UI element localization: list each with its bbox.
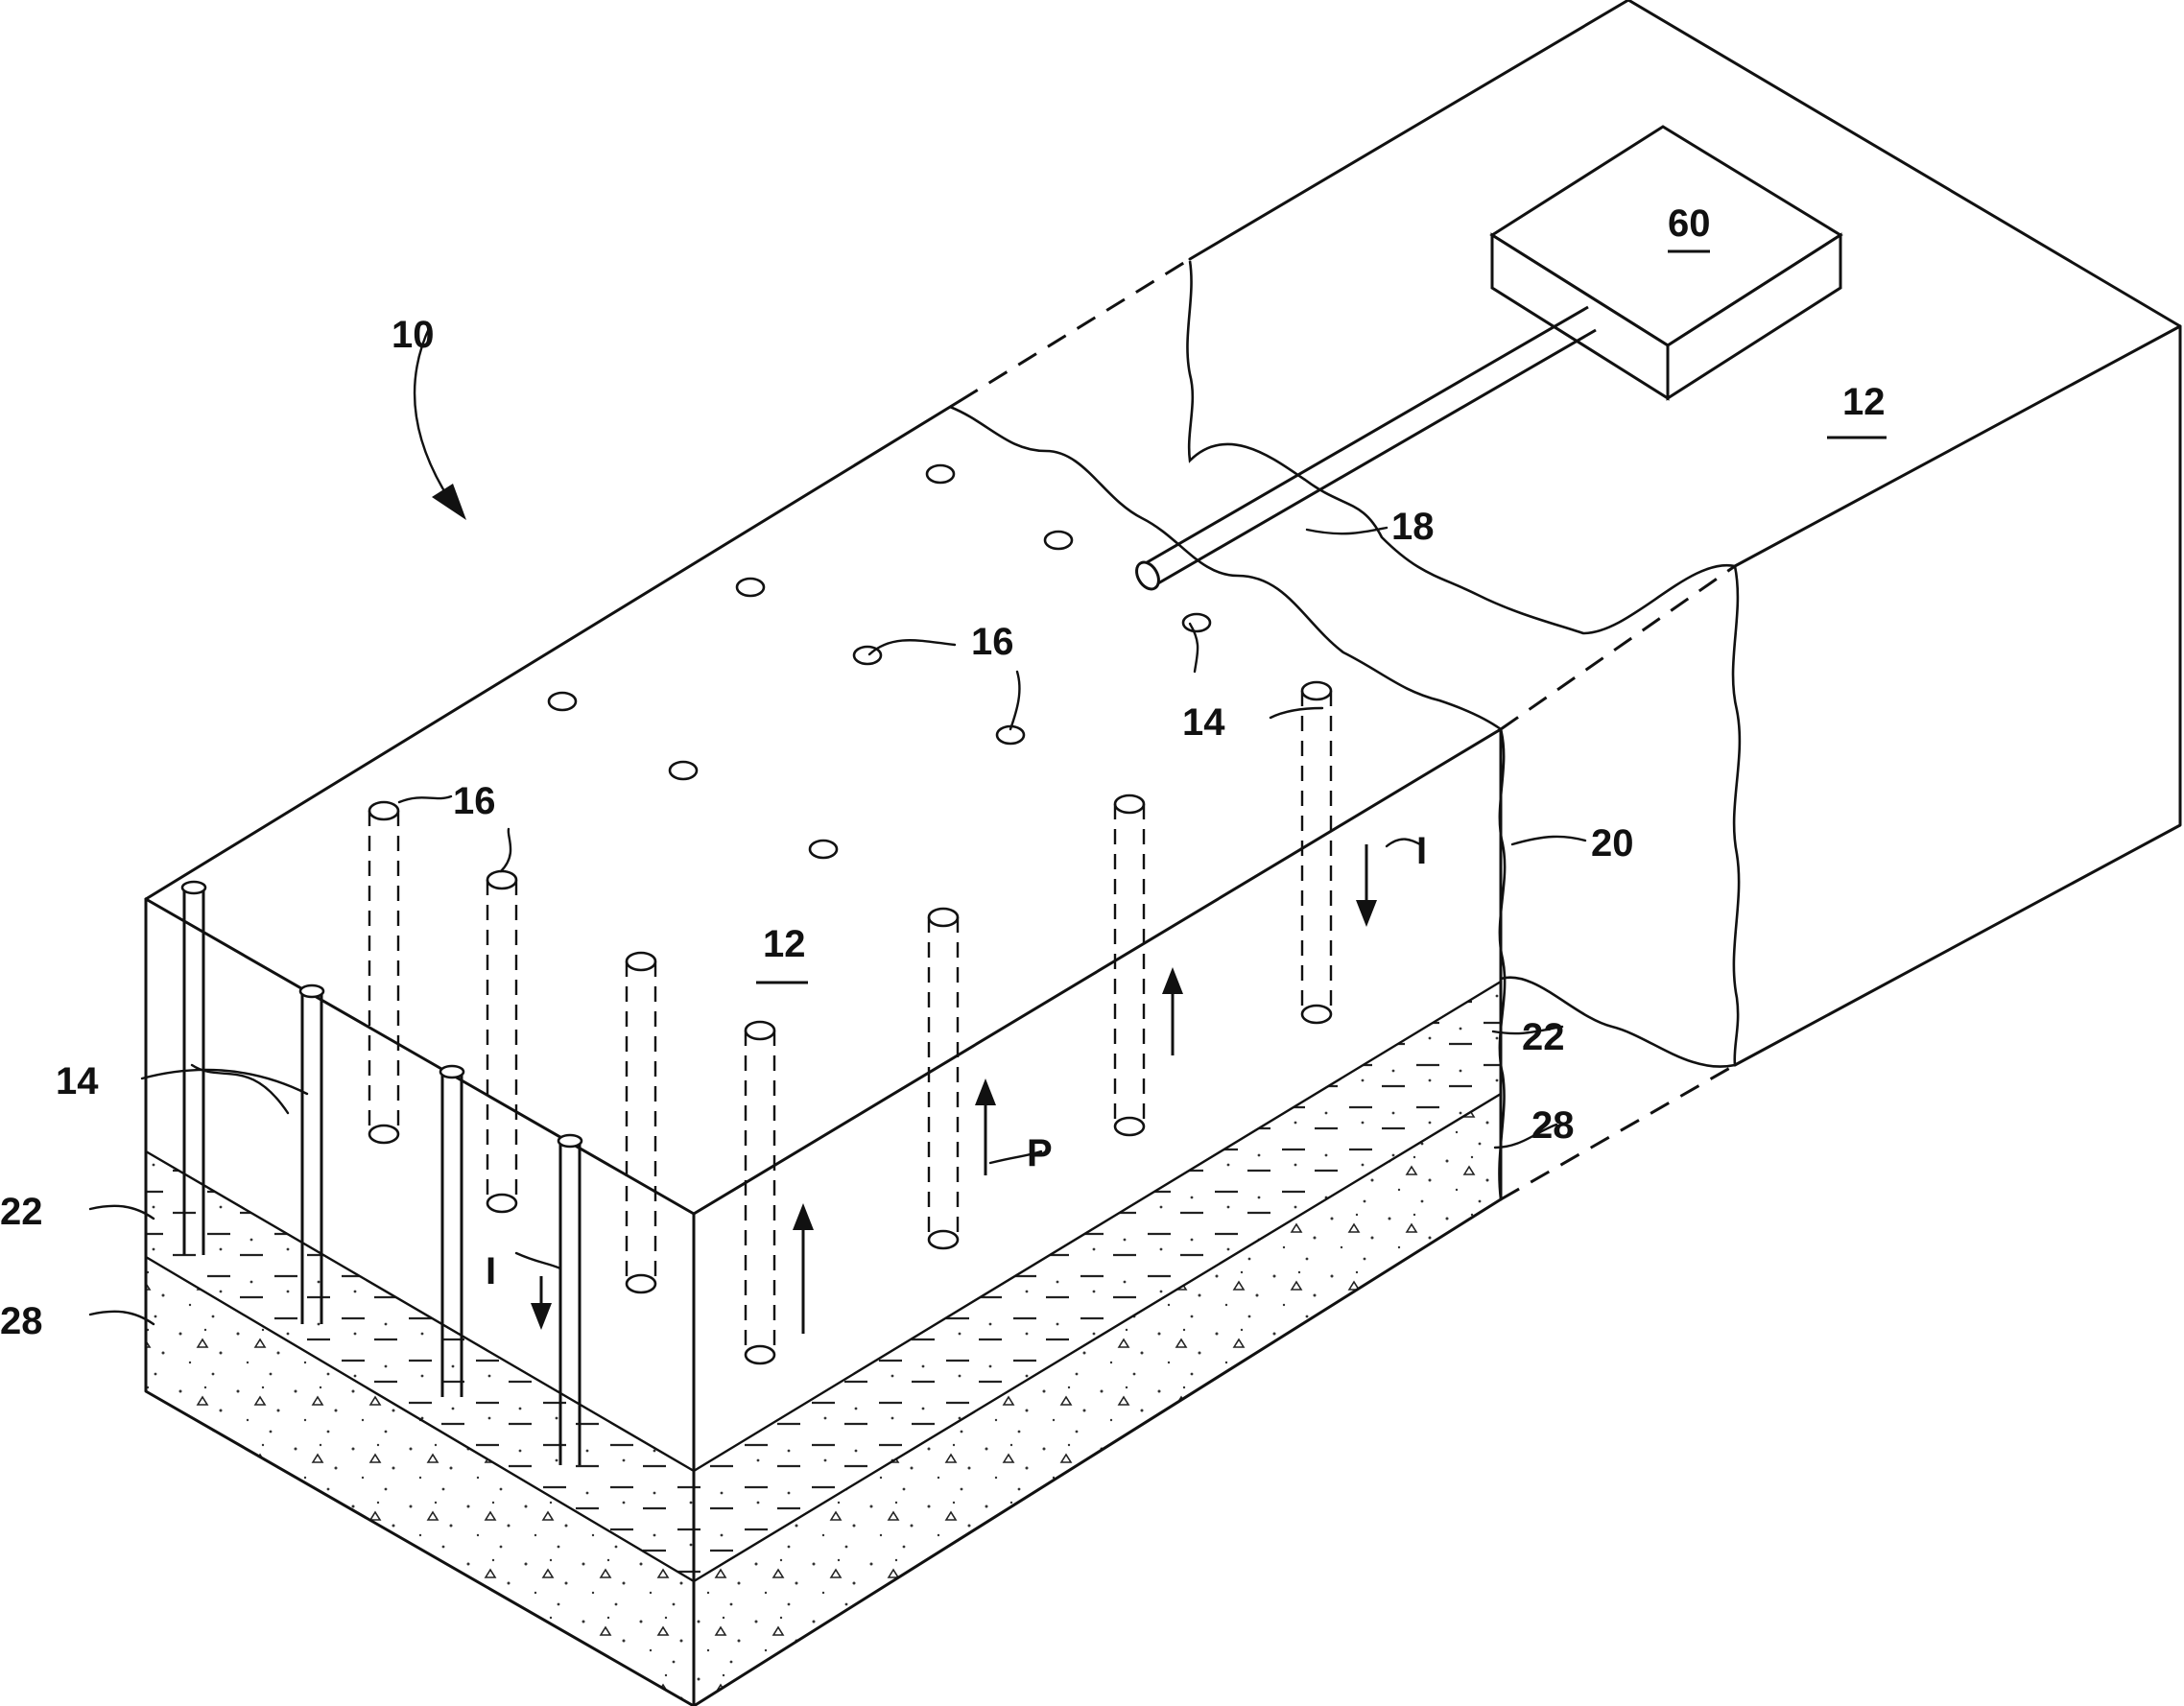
label-28-right: 28 (1531, 1104, 1575, 1147)
arrow-down-left (531, 1276, 552, 1330)
arrow-up-1 (793, 1203, 814, 1334)
label-14-front: 14 (56, 1060, 99, 1102)
block-outline (144, 399, 1503, 1706)
well-g (1300, 680, 1333, 1025)
label-16-b: 16 (453, 780, 496, 822)
flow-arrows (531, 844, 1377, 1334)
well-b (486, 869, 518, 1214)
far-block-outline (1188, 0, 2182, 1067)
arrow-up-2 (975, 1078, 996, 1175)
leader-lines (88, 324, 1587, 1326)
label-18: 18 (1391, 506, 1435, 548)
facility-box-60 (1489, 125, 1843, 401)
label-28-left: 28 (0, 1300, 43, 1342)
interior-wells (368, 680, 1333, 1365)
label-p: P (1027, 1132, 1053, 1174)
hidden-edges (959, 257, 1736, 1201)
pipe-18 (1135, 305, 1597, 591)
label-22-left: 22 (0, 1191, 43, 1233)
label-i-right: I (1416, 830, 1427, 872)
layer-22-band (146, 982, 1501, 1581)
label-10: 10 (392, 314, 435, 356)
label-12-right: 12 (1842, 381, 1886, 423)
well-c (625, 951, 657, 1294)
label-20: 20 (1591, 822, 1634, 865)
surface-wells (547, 463, 1212, 860)
well-a (368, 800, 400, 1145)
label-22-right: 22 (1522, 1016, 1565, 1058)
arrow-up-3 (1162, 967, 1183, 1055)
layer-28-band (146, 1094, 1501, 1706)
well-d (744, 1020, 776, 1365)
break-lines (949, 260, 1742, 1200)
reference-labels: 10 60 12 18 16 14 16 12 20 I 22 28 P 14 … (0, 202, 1887, 1342)
label-12-top: 12 (763, 923, 806, 965)
label-16-a: 16 (971, 621, 1014, 663)
arrow-down-right (1356, 844, 1377, 927)
well-f (1113, 794, 1146, 1137)
well-e (927, 907, 960, 1250)
label-i-left: I (486, 1250, 496, 1292)
label-60: 60 (1668, 202, 1711, 245)
label-14-top: 14 (1182, 701, 1225, 744)
